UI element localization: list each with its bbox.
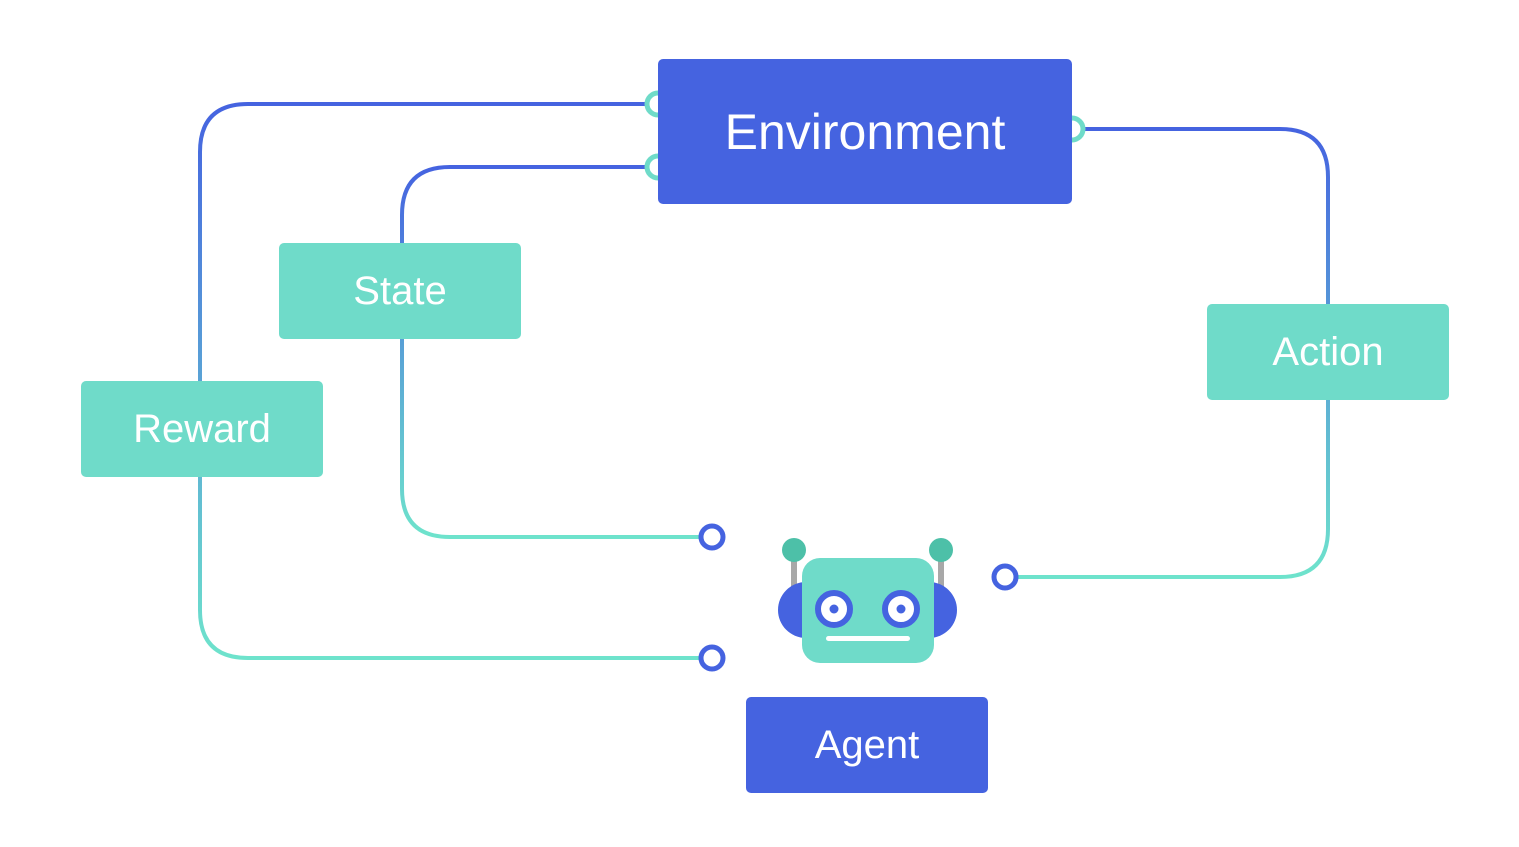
robot-icon [778, 538, 957, 663]
action-agent-port [991, 563, 1019, 591]
reward-node: Reward [81, 381, 323, 477]
action-node: Action [1207, 304, 1449, 400]
environment-node: Environment [658, 59, 1072, 204]
agent-node: Agent [746, 697, 988, 793]
state-connector [400, 165, 712, 539]
reward-agent-port [698, 644, 726, 672]
state-agent-port [698, 523, 726, 551]
state-node: State [279, 243, 521, 339]
